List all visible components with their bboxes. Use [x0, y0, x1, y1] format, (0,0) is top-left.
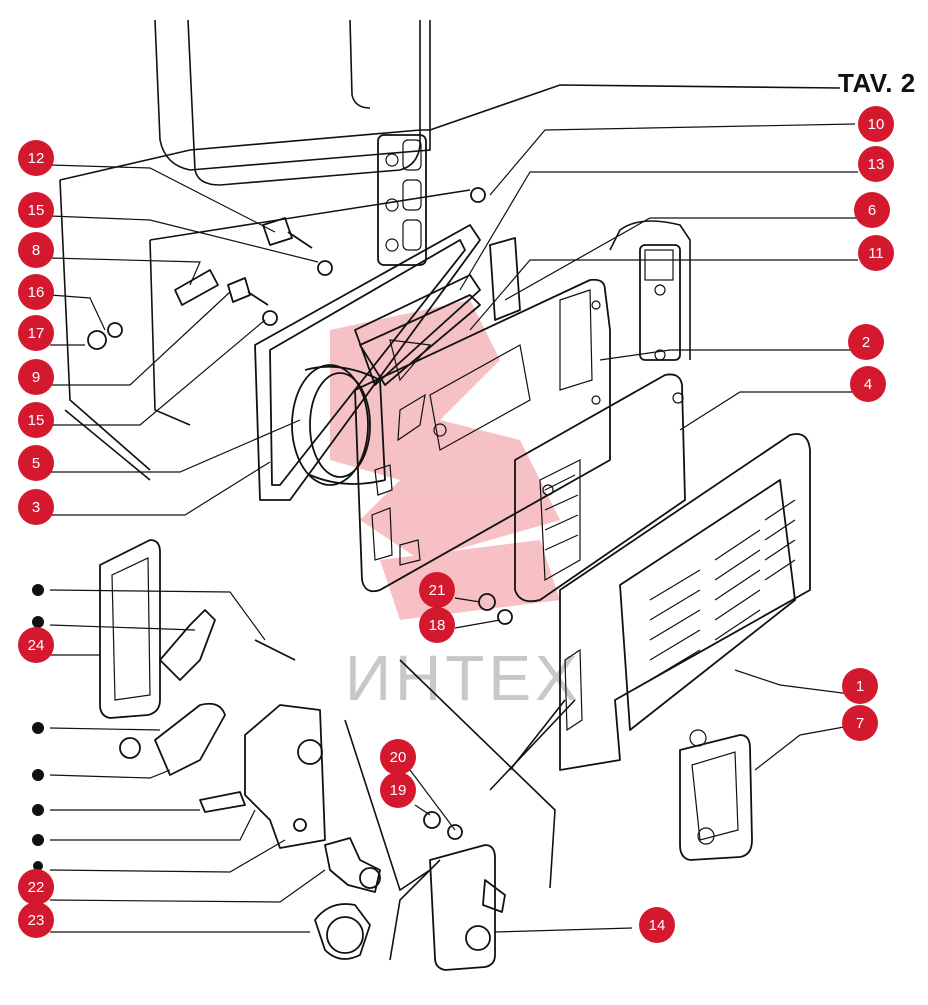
leader-lines [49, 123, 859, 933]
callout-7: 7 [842, 705, 878, 741]
svg-text:4: 4 [864, 376, 872, 393]
svg-text:13: 13 [868, 156, 885, 173]
callout-13: 13 [858, 146, 894, 182]
filter-element [514, 373, 686, 603]
svg-text:8: 8 [32, 242, 40, 259]
gasket-frame [254, 224, 481, 501]
svg-text:2: 2 [862, 334, 870, 351]
callout-8: 8 [18, 232, 54, 268]
svg-text:24: 24 [28, 637, 45, 654]
watermark-text: ИНТЕХ [345, 642, 582, 714]
svg-text:20: 20 [390, 749, 407, 766]
callout-15b: 15 [18, 402, 54, 438]
svg-text:21: 21 [429, 582, 446, 599]
svg-text:16: 16 [28, 284, 45, 301]
callout-11: 11 [858, 235, 894, 271]
cabin-outline [59, 19, 841, 481]
callout-19: 19 [380, 772, 416, 808]
grille-cover [559, 433, 811, 771]
callout-15: 15 [18, 192, 54, 228]
svg-text:23: 23 [28, 912, 45, 929]
svg-text:18: 18 [429, 617, 446, 634]
callout-10: 10 [858, 106, 894, 142]
svg-text:12: 12 [28, 150, 45, 167]
svg-text:1: 1 [856, 678, 864, 695]
callout-9: 9 [18, 359, 54, 395]
callout-4: 4 [850, 366, 886, 402]
callout-2: 2 [848, 324, 884, 360]
callout-14: 14 [639, 907, 675, 943]
door-hinge-left [377, 134, 427, 266]
svg-text:5: 5 [32, 455, 40, 472]
svg-text:15: 15 [28, 412, 45, 429]
callout-22: 22 [18, 869, 54, 905]
callout-16: 16 [18, 274, 54, 310]
fasteners [87, 187, 513, 840]
callout-17: 17 [18, 315, 54, 351]
svg-text:19: 19 [390, 782, 407, 799]
callout-12: 12 [18, 140, 54, 176]
callout-3: 3 [18, 489, 54, 525]
table-title: TAV. 2 [838, 68, 916, 98]
handle [679, 729, 753, 861]
callout-20: 20 [380, 739, 416, 775]
svg-text:14: 14 [649, 917, 666, 934]
bullet-markers [32, 584, 44, 871]
main-panel [354, 278, 611, 593]
svg-text:6: 6 [868, 202, 876, 219]
svg-text:7: 7 [856, 715, 864, 732]
callout-21: 21 [419, 572, 455, 608]
callout-24: 24 [18, 627, 54, 663]
svg-text:10: 10 [868, 116, 885, 133]
callout-5: 5 [18, 445, 54, 481]
callout-23: 23 [18, 902, 54, 938]
callout-1: 1 [842, 668, 878, 704]
fan-ring [291, 364, 386, 486]
svg-text:22: 22 [28, 879, 45, 896]
svg-text:17: 17 [28, 325, 45, 342]
svg-text:11: 11 [868, 245, 884, 262]
latch [344, 719, 506, 971]
callout-18: 18 [419, 607, 455, 643]
door-hinge-right [639, 244, 681, 361]
lock-mechanism [99, 539, 381, 960]
callouts: 10 12 13 6 15 11 8 16 2 17 9 4 15 5 3 21… [18, 106, 894, 943]
callout-6: 6 [854, 192, 890, 228]
svg-text:3: 3 [32, 499, 40, 516]
svg-text:15: 15 [28, 202, 45, 219]
svg-text:9: 9 [32, 369, 40, 386]
assembly-lines [399, 659, 576, 889]
